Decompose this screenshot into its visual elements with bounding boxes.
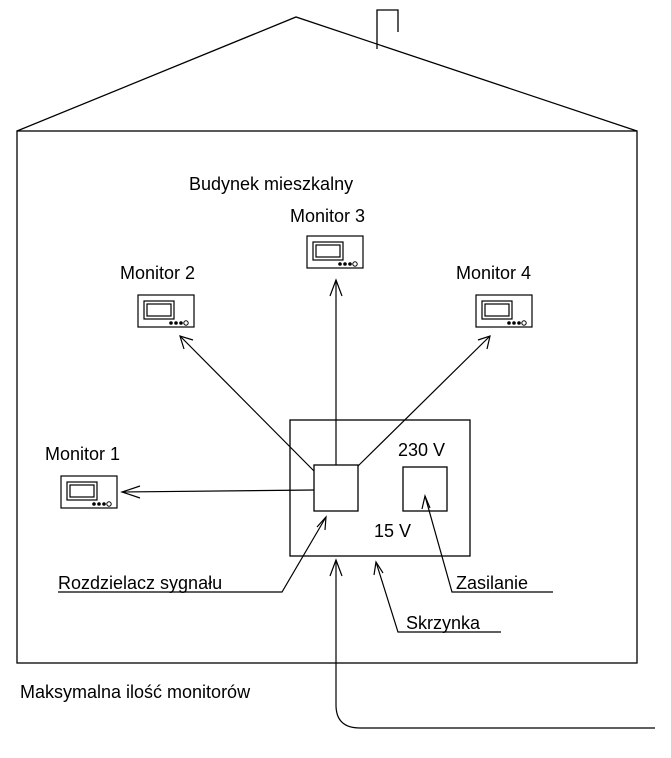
voltage-out-label: 15 V [374, 521, 411, 541]
monitor-3-icon [306, 235, 364, 269]
enclosure-leader [373, 560, 405, 633]
power-leader [421, 494, 455, 593]
enclosure-box [289, 419, 471, 557]
power-label: Zasilanie [456, 573, 528, 593]
monitor-2-label: Monitor 2 [120, 263, 195, 283]
signal-arrow-monitor-1 [120, 485, 315, 499]
monitor-1-label: Monitor 1 [45, 444, 120, 464]
splitter-label: Rozdzielacz sygnału [58, 573, 222, 593]
chimney [376, 9, 399, 49]
footer-caption: Maksymalna ilość monitorów [20, 682, 251, 702]
monitor-4-icon [475, 294, 533, 328]
monitor-1-icon [60, 475, 118, 509]
monitor-4-label: Monitor 4 [456, 263, 531, 283]
roof [16, 16, 638, 132]
enclosure-label: Skrzynka [406, 613, 481, 633]
signal-arrow-monitor-4 [357, 335, 491, 467]
monitor-2-icon [137, 294, 195, 328]
power-supply-box [402, 466, 448, 512]
splitter-box [313, 464, 359, 512]
house-outline [16, 130, 638, 664]
input-cable [329, 558, 655, 729]
voltage-in-label: 230 V [398, 440, 445, 460]
signal-arrow-monitor-2 [179, 335, 315, 472]
monitor-3-label: Monitor 3 [290, 206, 365, 226]
splitter-leader [215, 515, 327, 593]
signal-arrow-monitor-3 [329, 278, 343, 465]
building-label: Budynek mieszkalny [189, 174, 353, 194]
